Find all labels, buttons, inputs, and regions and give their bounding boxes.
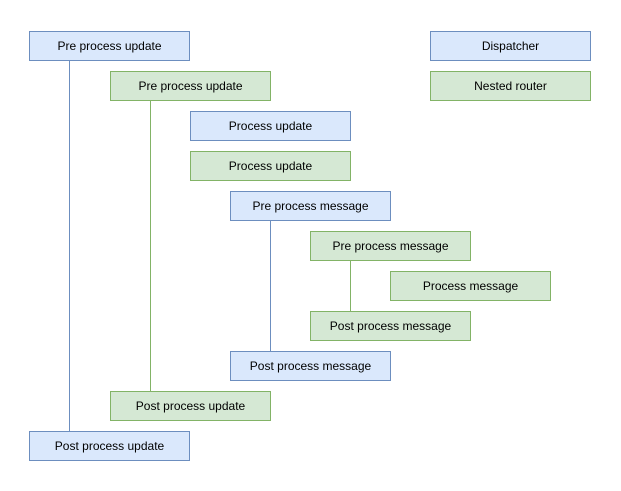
node-label: Pre process update <box>57 39 162 53</box>
node-label: Pre process update <box>138 79 243 93</box>
node-label: Post process message <box>329 319 452 333</box>
node-post-process-update-dispatcher[interactable]: Post process update <box>29 431 190 461</box>
node-post-process-message-router[interactable]: Post process message <box>310 311 471 341</box>
legend-item-dispatcher[interactable]: Dispatcher <box>430 31 591 61</box>
node-label: Post process update <box>54 439 165 453</box>
connector-pre-process-update-dispatcher-to-post-process-update-dispatcher <box>69 61 70 431</box>
connector-pre-process-message-router-to-post-process-message-router <box>350 261 351 311</box>
node-label: Pre process message <box>252 199 369 213</box>
node-pre-process-update-dispatcher[interactable]: Pre process update <box>29 31 190 61</box>
node-process-update-router[interactable]: Process update <box>190 151 351 181</box>
legend-item-label: Dispatcher <box>481 39 540 53</box>
node-pre-process-message-router[interactable]: Pre process message <box>310 231 471 261</box>
node-label: Process update <box>228 159 313 173</box>
connector-pre-process-message-dispatcher-to-post-process-message-dispatcher <box>270 221 271 351</box>
connector-pre-process-update-router-to-post-process-update-router <box>150 101 151 391</box>
node-pre-process-message-dispatcher[interactable]: Pre process message <box>230 191 391 221</box>
node-label: Process message <box>422 279 519 293</box>
node-post-process-update-router[interactable]: Post process update <box>110 391 271 421</box>
node-pre-process-update-router[interactable]: Pre process update <box>110 71 271 101</box>
node-label: Post process update <box>135 399 246 413</box>
node-process-update-dispatcher[interactable]: Process update <box>190 111 351 141</box>
node-label: Process update <box>228 119 313 133</box>
node-post-process-message-dispatcher[interactable]: Post process message <box>230 351 391 381</box>
node-process-message-router[interactable]: Process message <box>390 271 551 301</box>
node-label: Pre process message <box>332 239 449 253</box>
legend-item-label: Nested router <box>474 79 547 93</box>
node-label: Post process message <box>249 359 372 373</box>
legend-item-nested-router[interactable]: Nested router <box>430 71 591 101</box>
